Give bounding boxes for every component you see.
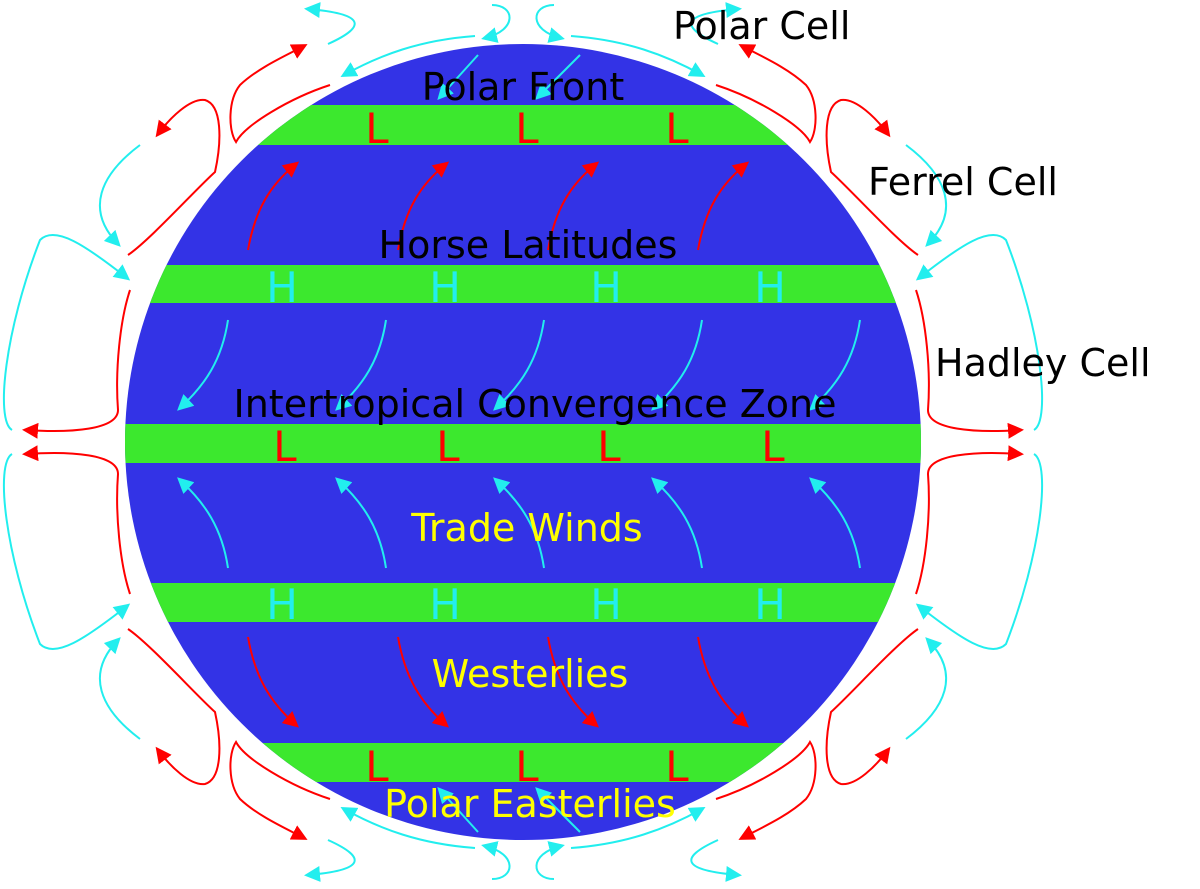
trade-wind-arrow [651,319,703,411]
hadley-cell-label: Hadley Cell [935,341,1151,385]
low-pressure-marker: L [515,742,539,791]
trade-wind-arrow [493,477,545,569]
polar-cell-loop [304,839,356,882]
low-pressure-marker: L [761,422,785,471]
low-pressure-marker: L [665,742,689,791]
polar-cell-loop [715,44,817,144]
polar-cell-loop [481,4,511,43]
horse-latitudes-band-south [125,583,921,622]
polar-cell-loop [570,35,706,77]
pressure-markers: L L L L L L H H L H H L H H L H H L [266,104,786,791]
ferrel-cell-loop [905,144,947,247]
polar-cell-loop [481,841,511,880]
high-pressure-marker: H [754,263,786,312]
low-pressure-marker: L [436,422,460,471]
high-pressure-marker: H [590,580,622,629]
polar-cell-loop [715,740,817,840]
loop-quadrant [535,445,1044,882]
westerly-arrow [247,636,299,728]
trade-wind-arrow [493,319,545,411]
westerly-arrow [247,161,300,251]
trade-winds-label: Trade Winds [410,506,642,550]
westerly-arrow [547,161,600,251]
ferrel-cell-loop [825,98,919,256]
polar-easterly-arrow [437,54,479,100]
earth [125,44,921,840]
westerly-arrow [397,161,450,251]
polar-cell-loop [570,807,706,849]
polar-cell-label: Polar Cell [673,4,850,48]
high-pressure-marker: H [266,580,298,629]
hadley-cell-loop [915,234,1044,431]
trade-wind-arrow [335,319,387,411]
polar-cell-loop [229,44,331,144]
ferrel-cell-loop [99,637,141,740]
low-pressure-marker: L [365,104,389,153]
westerly-arrow [547,636,599,728]
westerly-arrow [697,161,750,251]
trade-wind-arrow [651,477,703,569]
polar-easterlies-label: Polar Easterlies [384,782,676,826]
polar-cell-loop [229,740,331,840]
polar-cell-loop [535,4,565,43]
ferrel-cell-loop [825,628,919,786]
trade-wind-arrow [809,319,861,411]
low-pressure-marker: L [515,104,539,153]
ferrel-cell-label: Ferrel Cell [868,160,1058,204]
polar-cell-loop [304,2,356,45]
hadley-cell-loop [915,289,1024,439]
polar-cell-loop [690,839,742,882]
hadley-cell-loop [22,445,131,595]
high-pressure-marker: H [754,580,786,629]
itcz-label: Intertropical Convergence Zone [234,382,837,426]
horse-latitudes-label: Horse Latitudes [379,223,678,267]
high-pressure-marker: H [590,263,622,312]
loop-quadrant [535,2,1044,439]
ferrel-cell-loop [99,144,141,247]
polar-front-label: Polar Front [422,65,624,109]
itcz-band [125,424,921,463]
hadley-cell-loop [2,234,131,431]
polar-cell-loop [340,807,476,849]
low-pressure-marker: L [365,742,389,791]
low-pressure-marker: L [665,104,689,153]
high-pressure-marker: H [429,263,461,312]
trade-wind-arrow [335,477,387,569]
westerly-arrow [697,636,749,728]
low-pressure-marker: L [597,422,621,471]
surface-wind-arrows [177,54,861,833]
polar-cell-loop [690,2,742,45]
hadley-cell-loop [915,445,1024,595]
loop-quadrant [2,2,511,439]
polar-cell-loop [535,841,565,880]
loop-quadrant [2,445,511,882]
polar-easterly-arrow [535,787,581,833]
circulation-cell-loops [2,2,1044,882]
ferrel-cell-loop [905,637,947,740]
hadley-cell-loop [2,453,131,650]
trade-wind-arrow [177,319,229,411]
horse-latitudes-band-north [125,265,921,303]
hadley-cell-loop [22,289,131,439]
ferrel-cell-loop [127,98,221,256]
polar-easterly-arrow [437,787,479,833]
low-pressure-marker: L [273,422,297,471]
polar-easterly-arrow [535,54,581,100]
polar-cell-loop [340,35,476,77]
trade-wind-arrow [809,477,861,569]
westerlies-label: Westerlies [432,652,629,696]
high-pressure-marker: H [266,263,298,312]
trade-wind-arrow [177,477,229,569]
hadley-cell-loop [915,453,1044,650]
westerly-arrow [397,636,449,728]
high-pressure-marker: H [429,580,461,629]
ferrel-cell-loop [127,628,221,786]
